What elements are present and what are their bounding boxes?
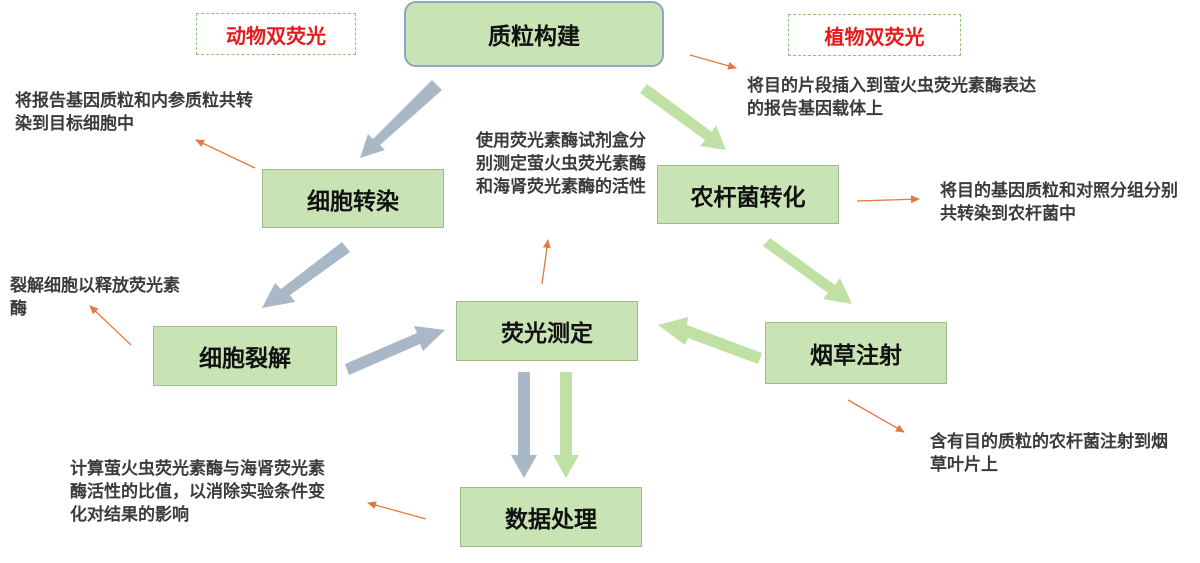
plasmid-construction-box: 质粒构建 bbox=[404, 1, 664, 67]
agrobacterium-transformation-box: 农杆菌转化 bbox=[657, 165, 839, 224]
flow-arrow-lysis-to-fluor bbox=[345, 326, 445, 375]
flow-arrow-plasmid-to-transfection bbox=[360, 80, 442, 158]
cell-lysis-box: 细胞裂解 bbox=[153, 326, 337, 386]
note-arrow-assay bbox=[541, 239, 551, 285]
animal-dual-luciferase-tag: 动物双荧光 bbox=[196, 13, 356, 55]
cell-transfection-box: 细胞转染 bbox=[262, 169, 444, 228]
note-agro-cotrans: 将目的基因质粒和对照分组分别共转染到农杆菌中 bbox=[940, 181, 1178, 224]
note-arrow-lyse bbox=[89, 305, 132, 346]
note-assay: 使用荧光素酶试剂盒分别测定萤火虫荧光素酶和海肾荧光素酶的活性 bbox=[476, 131, 646, 197]
note-arrow-insert bbox=[689, 54, 737, 70]
flow-arrow-tobacco-to-fluor bbox=[658, 317, 762, 364]
flow-arrow-fluor-to-data-left bbox=[511, 372, 537, 478]
flow-arrow-plasmid-to-agro bbox=[640, 84, 726, 150]
data-processing-box: 数据处理 bbox=[460, 487, 642, 547]
plant-dual-luciferase-tag: 植物双荧光 bbox=[788, 14, 961, 56]
note-arrow-calc bbox=[367, 501, 427, 520]
note-inject: 含有目的质粒的农杆菌注射到烟草叶片上 bbox=[930, 432, 1168, 475]
note-arrow-inject bbox=[847, 399, 905, 433]
note-lyse: 裂解细胞以释放荧光素酶 bbox=[10, 276, 180, 319]
tobacco-injection-box: 烟草注射 bbox=[765, 322, 947, 384]
note-arrow-agro-cotrans bbox=[856, 195, 920, 204]
note-cotransfect: 将报告基因质粒和内参质粒共转染到目标细胞中 bbox=[15, 91, 253, 134]
note-insert: 将目的片段插入到萤火虫荧光素酶表达的报告基因载体上 bbox=[747, 76, 1036, 119]
flow-arrow-agro-to-tobacco bbox=[763, 238, 852, 304]
note-calc: 计算萤火虫荧光素酶与海肾荧光素酶活性的比值，以消除实验条件变化对结果的影响 bbox=[70, 459, 325, 525]
flow-arrow-fluor-to-data-right bbox=[553, 372, 579, 478]
flow-arrow-transfection-to-lysis bbox=[262, 242, 350, 308]
note-arrow-cotransfect bbox=[195, 139, 256, 169]
fluorescence-assay-box: 荧光测定 bbox=[456, 301, 638, 361]
